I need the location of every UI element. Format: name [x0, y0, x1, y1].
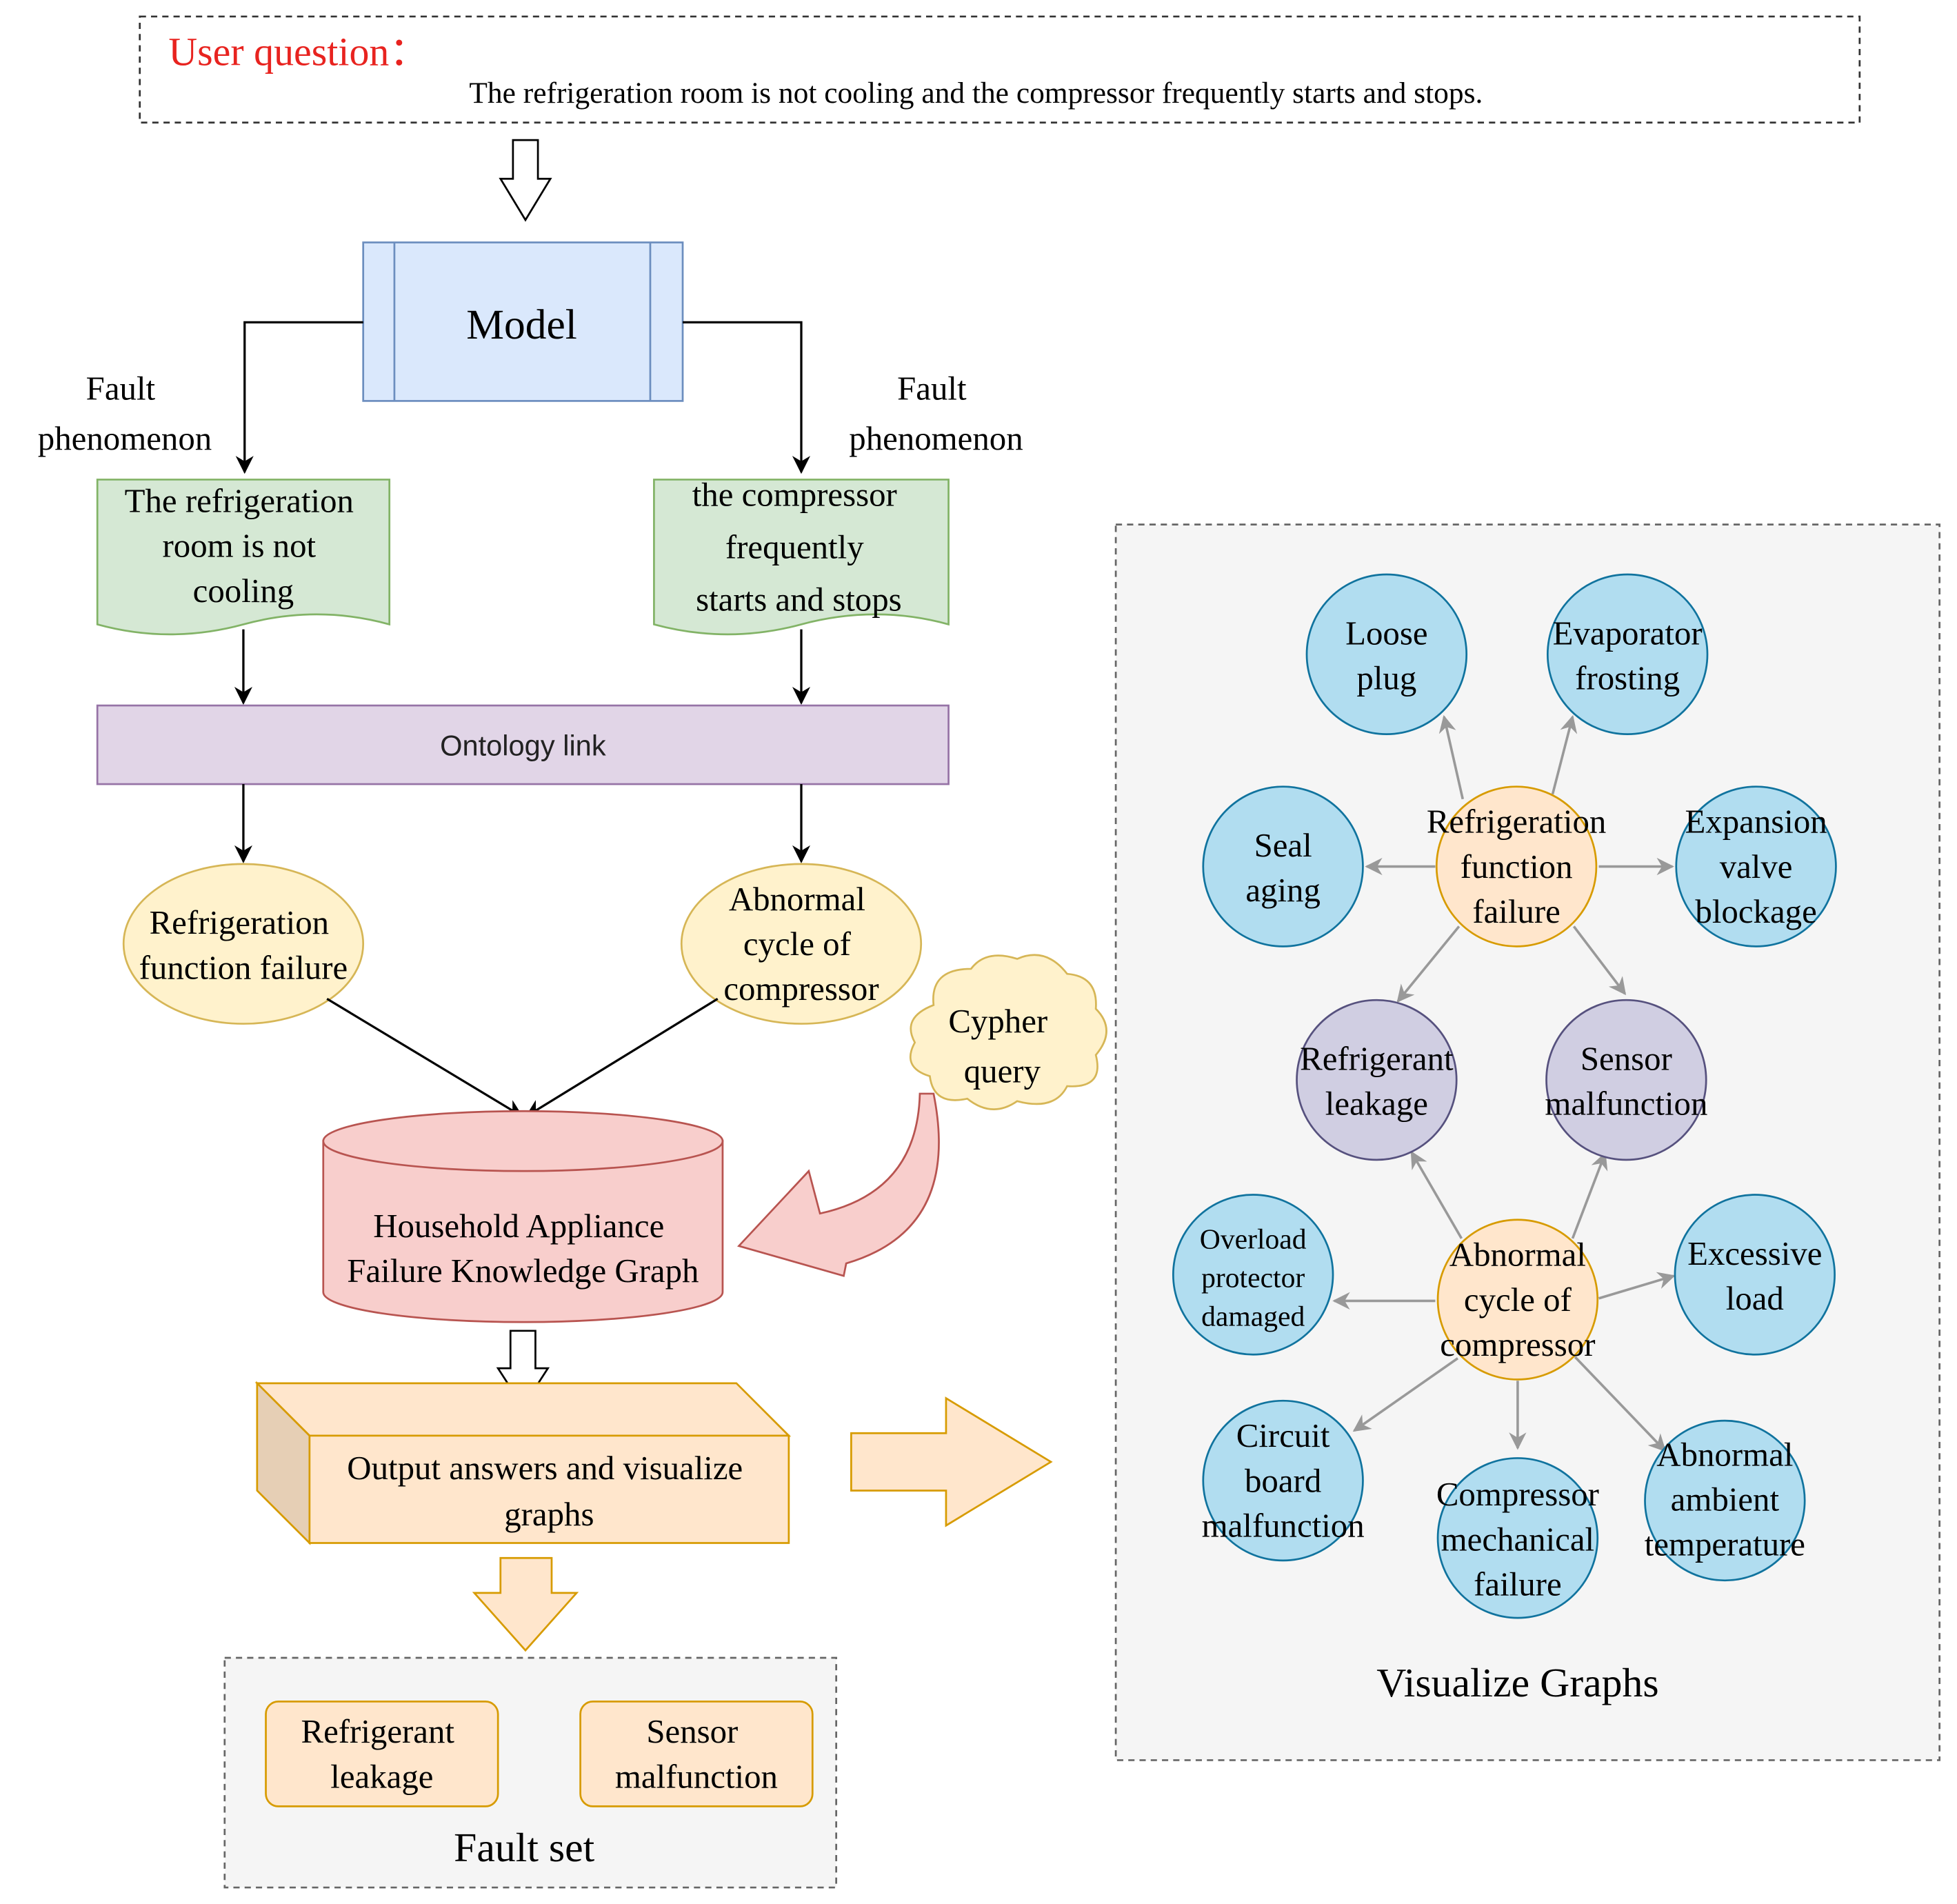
curved-arrow-icon [736, 1092, 940, 1277]
edge-label-right: Fault phenomenon [849, 370, 1023, 457]
user-question-text: The refrigeration room is not cooling an… [469, 77, 1483, 110]
cypher-query-cloud: Cypher query [909, 954, 1107, 1110]
ontology-link-bar: Ontology link [96, 704, 950, 785]
svg-text:the compressor frequentl: the compressor frequently starts and sto… [692, 475, 905, 618]
svg-text:Household Appliance Fail: Household Appliance Failure Knowledge Gr… [347, 1207, 699, 1290]
fault-item-sensor-malfunction [579, 1701, 814, 1807]
graph-edge [1396, 925, 1461, 1003]
down-arrow-icon [472, 1556, 579, 1652]
svg-text:Sensor malfunction: Sensor malfunction [615, 1712, 778, 1795]
entity-left: Refrigeration function failure [122, 863, 365, 1025]
fault-item-refrigerant-leakage [265, 1701, 499, 1807]
graph-edge [1410, 1150, 1463, 1239]
svg-text:Refrigerant leakage: Refrigerant leakage [301, 1712, 463, 1795]
edge-model-right [683, 321, 811, 474]
svg-text:Output answers and visualize: Output answers and visualize graphs [347, 1449, 751, 1533]
phenomenon-left: The refrigeration room is not cooling [96, 479, 391, 636]
model-label: Model [466, 301, 577, 348]
knowledge-graph-db: Household Appliance Failure Knowledge Gr… [322, 1110, 724, 1323]
graph-edge [1598, 1272, 1676, 1300]
graph-edge [1574, 1356, 1667, 1452]
graph-edge [1551, 714, 1578, 794]
svg-text:Refrigeration function f: Refrigeration function failure [139, 903, 348, 986]
ontology-label: Ontology link [440, 729, 606, 761]
cloud-icon [909, 954, 1107, 1110]
graph-edge [1571, 1152, 1608, 1239]
graph-edge [1352, 1357, 1459, 1432]
output-box: Output answers and visualize graphs [254, 1381, 792, 1545]
user-question-label: User question： [168, 30, 429, 74]
model-box: Model [362, 241, 684, 402]
svg-text:The refrigeration room i: The refrigeration room is not cooling [125, 481, 363, 609]
edge-model-left [235, 321, 363, 474]
edge-entity-right-db [525, 997, 719, 1117]
graph-edge [1438, 714, 1465, 800]
phenomenon-right: the compressor frequently starts and sto… [653, 475, 950, 636]
visualize-graphs-title: Visualize Graphs [1376, 1660, 1658, 1705]
fault-set-panel: Refrigerant leakage Sensor malfunction F… [223, 1656, 838, 1889]
edge-label-left: Fault phenomenon [38, 370, 212, 457]
entity-right: Abnormal cycle of compressor [680, 863, 923, 1025]
graph-edge [1572, 925, 1627, 996]
svg-text:Abnormal cycle of: Abnormal cycle of compressor [723, 880, 879, 1008]
right-arrow-icon [850, 1396, 1053, 1527]
svg-text:Cypher query: Cypher query [948, 1002, 1056, 1090]
edge-entity-left-db [326, 997, 523, 1117]
hollow-down-arrow-icon [499, 139, 552, 222]
fault-set-title: Fault set [454, 1825, 594, 1870]
user-question-box: User question： The refrigeration room is… [139, 15, 1861, 124]
